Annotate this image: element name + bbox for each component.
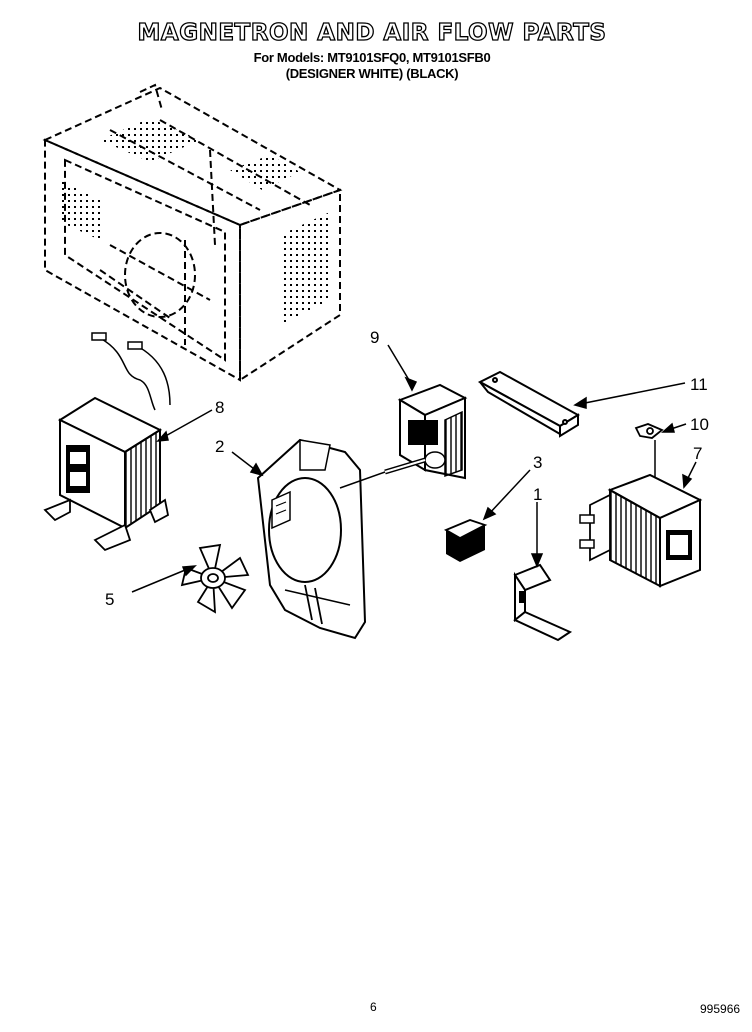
magnetron [579,440,703,588]
callout-11: 11 [690,375,708,394]
callout-5: 5 [105,590,114,609]
leader-lines [131,344,697,593]
high-voltage-transformer [43,332,171,552]
variants-line: (DESIGNER WHITE) (BLACK) [285,66,459,81]
fan-motor [339,383,468,489]
models-line: For Models: MT9101SFQ0, MT9101SFB0 [253,50,491,65]
callout-7: 7 [693,444,702,463]
callout-2: 2 [215,437,224,456]
document-number: 995966 [700,1002,741,1016]
bracket-part-11 [477,370,580,438]
filter-pad [443,519,488,562]
callout-8: 8 [215,398,224,417]
page-title: MAGNETRON AND AIR FLOW PARTS [137,19,607,46]
callout-3: 3 [533,453,542,472]
cabinet-vent-holes [60,118,330,325]
callout-9: 9 [370,328,379,347]
callout-1: 1 [533,485,542,504]
callout-10: 10 [690,415,709,434]
thermal-cutout [634,423,664,439]
bracket-part-1 [513,563,573,642]
fan-blade [180,543,250,614]
page-number: 6 [370,1000,377,1014]
air-duct [256,438,367,640]
